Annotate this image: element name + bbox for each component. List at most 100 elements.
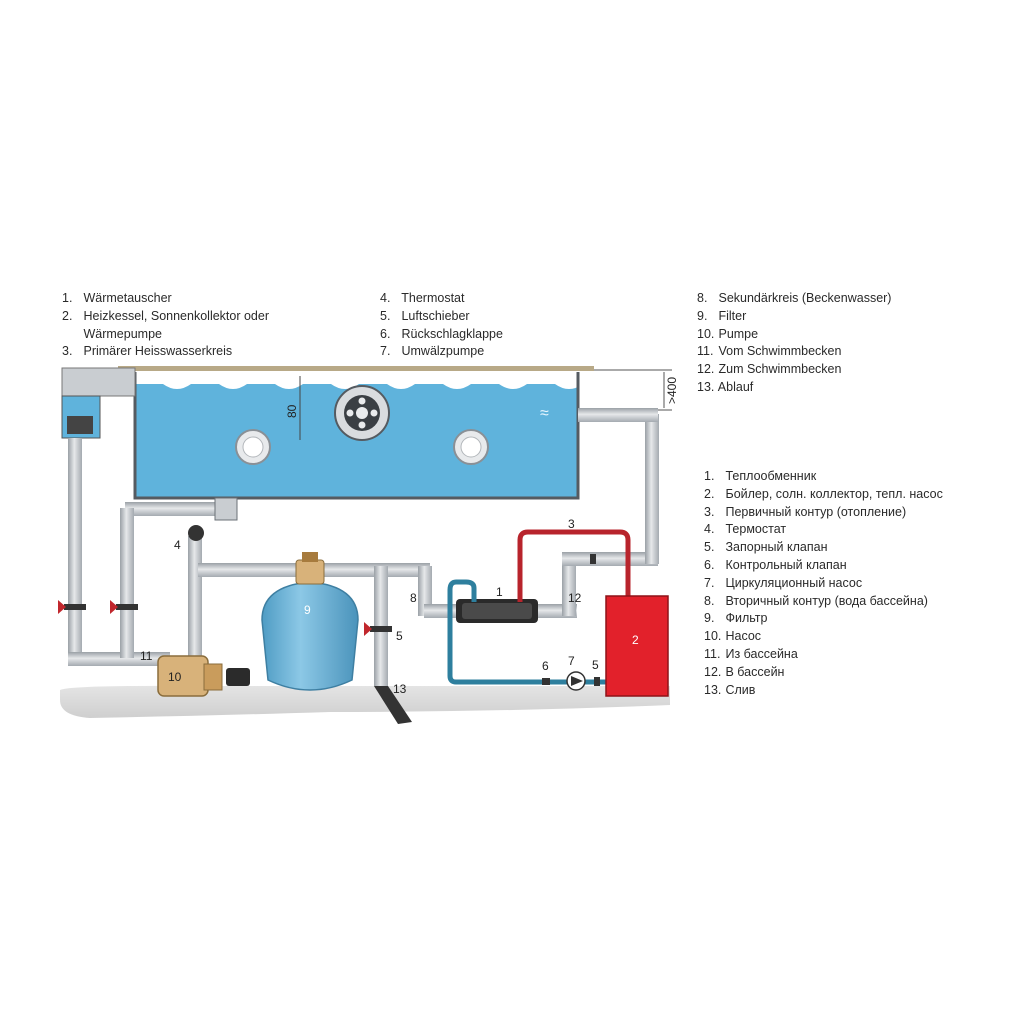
legend-item: Wärmepumpe — [62, 326, 269, 344]
legend-item-text: Rückschlagklappe — [401, 326, 503, 341]
callout-5b: 5 — [592, 658, 599, 672]
legend-item: 13. Слив — [704, 682, 943, 700]
legend-item: 12. В бассейн — [704, 664, 943, 682]
legend-item: 2. Бойлер, солн. коллектор, тепл. насос — [704, 486, 943, 504]
legend-item: 1. Wärmetauscher — [62, 290, 269, 308]
legend-item-text: Фильтр — [725, 611, 768, 626]
legend-item-text: Wärmepumpe — [83, 326, 162, 341]
callout-4: 4 — [174, 538, 181, 552]
sand-filter — [261, 552, 359, 691]
legend-item-text: Thermostat — [401, 291, 465, 305]
legend-item-number: 2. — [62, 308, 73, 323]
legend-item-text: Теплообменник — [725, 469, 817, 483]
legend-item-text: Бойлер, солн. коллектор, тепл. насос — [725, 486, 943, 501]
legend-item-text: Запорный клапан — [725, 540, 828, 555]
legend-item-number: 6. — [380, 326, 391, 341]
legend-item-number: 3. — [704, 504, 715, 519]
legend-item-number: 8. — [697, 291, 708, 305]
ground — [60, 685, 670, 718]
callout-3: 3 — [568, 517, 575, 531]
check-valve — [542, 678, 550, 685]
legend-item-number: 5. — [704, 540, 715, 555]
legend-item-text: Слив — [725, 682, 756, 697]
legend-item-text: Из бассейна — [725, 646, 798, 661]
legend-german-column-3: 8. Sekundärkreis (Beckenwasser)9. Filter… — [697, 290, 891, 397]
legend-item-number: 7. — [704, 575, 715, 590]
legend-item-text: Вторичный контур (вода бассейна) — [725, 593, 928, 608]
pool-inlet-left — [235, 429, 271, 465]
legend-item-number: 11. — [704, 646, 721, 661]
legend-item-number: 3. — [62, 344, 73, 359]
callout-12: 12 — [568, 591, 582, 605]
legend-item: 12. Zum Schwimmbecken — [697, 361, 891, 379]
legend-item: 8. Sekundärkreis (Beckenwasser) — [697, 290, 891, 308]
legend-item: 8. Вторичный контур (вода бассейна) — [704, 593, 943, 611]
legend-item-text: Pumpe — [718, 326, 759, 341]
pool-main-drain-light — [334, 385, 390, 441]
height-dimension: >400 — [594, 369, 679, 411]
legend-item-number: 12. — [704, 664, 722, 679]
primary-circuit-return — [447, 579, 608, 685]
drain-outlet — [374, 686, 412, 724]
legend-item-text: Sekundärkreis (Beckenwasser) — [718, 291, 892, 305]
depth-dimension-label: 80 — [285, 404, 299, 418]
legend-item-number: 9. — [704, 611, 715, 626]
legend-item-number: 9. — [697, 308, 708, 323]
callout-1: 1 — [496, 585, 503, 599]
legend-russian: 1. Теплообменник 2. Бойлер, солн. коллект… — [704, 468, 943, 699]
legend-item-text: Первичный контур (отопление) — [725, 504, 907, 519]
primary-pump — [566, 671, 586, 691]
legend-item-text: Контрольный клапан — [725, 557, 847, 572]
legend-item-text: Luftschieber — [401, 308, 470, 323]
legend-item: 7. Циркуляционный насос — [704, 575, 943, 593]
legend-item: 5. Запорный клапан — [704, 539, 943, 557]
callout-6: 6 — [542, 659, 549, 673]
legend-item: 9. Filter — [697, 308, 891, 326]
legend-item: 6. Контрольный клапан — [704, 557, 943, 575]
legend-item-text: Циркуляционный насос — [725, 575, 863, 590]
legend-item-number: 6. — [704, 557, 715, 572]
legend-item: 10. Насос — [704, 628, 943, 646]
legend-item-text: Ablauf — [717, 379, 754, 394]
skimmer-basket — [67, 416, 93, 434]
legend-item-number: 4. — [380, 291, 391, 305]
legend-item: 11. Vom Schwimmbecken — [697, 343, 891, 361]
legend-item-text: Zum Schwimmbecken — [718, 362, 842, 377]
legend-item-number: 1. — [62, 291, 73, 305]
callout-8: 8 — [410, 591, 417, 605]
shutoff-valve-skimmer — [58, 600, 86, 614]
callout-7: 7 — [568, 654, 575, 668]
pool-walls — [133, 372, 580, 500]
skimmer — [61, 367, 136, 397]
callout-5: 5 — [396, 629, 403, 643]
pool-inlet-right — [453, 429, 489, 465]
legend-item: 3. Primärer Heisswasserkreis — [62, 343, 269, 361]
primary-circuit-hot — [517, 529, 631, 602]
legend-item: 5. Luftschieber — [380, 308, 503, 326]
shutoff-valve-return — [590, 554, 596, 564]
legend-item-number: 1. — [704, 469, 715, 483]
legend-item: 7. Umwälzpumpe — [380, 343, 503, 361]
callout-9: 9 — [304, 603, 311, 617]
legend-item-number: 5. — [380, 308, 391, 323]
legend-item-number: 12. — [697, 362, 715, 377]
callout-13: 13 — [393, 682, 407, 696]
callout-2: 2 — [632, 633, 639, 647]
legend-item-text: Wärmetauscher — [83, 291, 172, 305]
water-jet-icon: ≈ — [540, 405, 549, 422]
legend-item-number: 13. — [704, 682, 722, 697]
thermostat — [188, 525, 204, 560]
legend-item-number: 4. — [704, 522, 715, 537]
legend-item: 11. Из бассейна — [704, 646, 943, 664]
legend-item-number: 8. — [704, 593, 715, 608]
legend-item: 2. Heizkessel, Sonnenkollektor oder — [62, 308, 269, 326]
shutoff-valve-drain-line — [110, 600, 138, 614]
legend-item-text: Filter — [718, 308, 747, 323]
legend-item-text: Primärer Heisswasserkreis — [83, 344, 233, 359]
heat-exchanger — [456, 599, 538, 623]
legend-item: 10. Pumpe — [697, 326, 891, 344]
shutoff-valve-drain — [364, 622, 392, 636]
